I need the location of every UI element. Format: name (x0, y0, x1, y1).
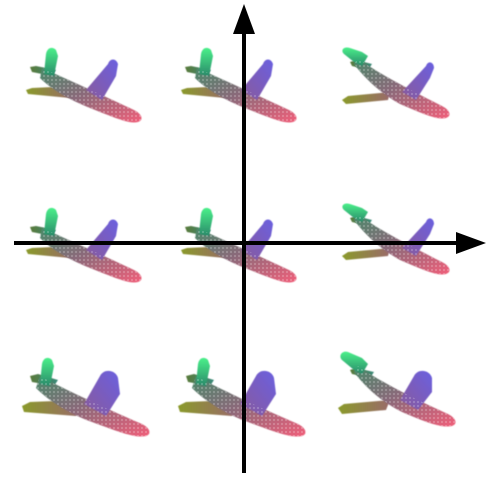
airplane-r2-c2 (338, 352, 455, 427)
airplane-r0-c2 (342, 47, 449, 118)
airplane-r1-c0 (26, 208, 141, 283)
airplane-r2-c1 (178, 358, 305, 437)
airplane-r2-c0 (22, 358, 149, 437)
airplane-r0-c0 (26, 48, 141, 123)
airplane-r1-c1 (181, 208, 296, 283)
vertical-axis-arrowhead (233, 4, 255, 34)
airplane-r0-c1 (181, 48, 296, 123)
horizontal-axis-arrowhead (456, 232, 486, 254)
axes (14, 4, 486, 473)
airplane-r1-c2 (342, 203, 449, 274)
